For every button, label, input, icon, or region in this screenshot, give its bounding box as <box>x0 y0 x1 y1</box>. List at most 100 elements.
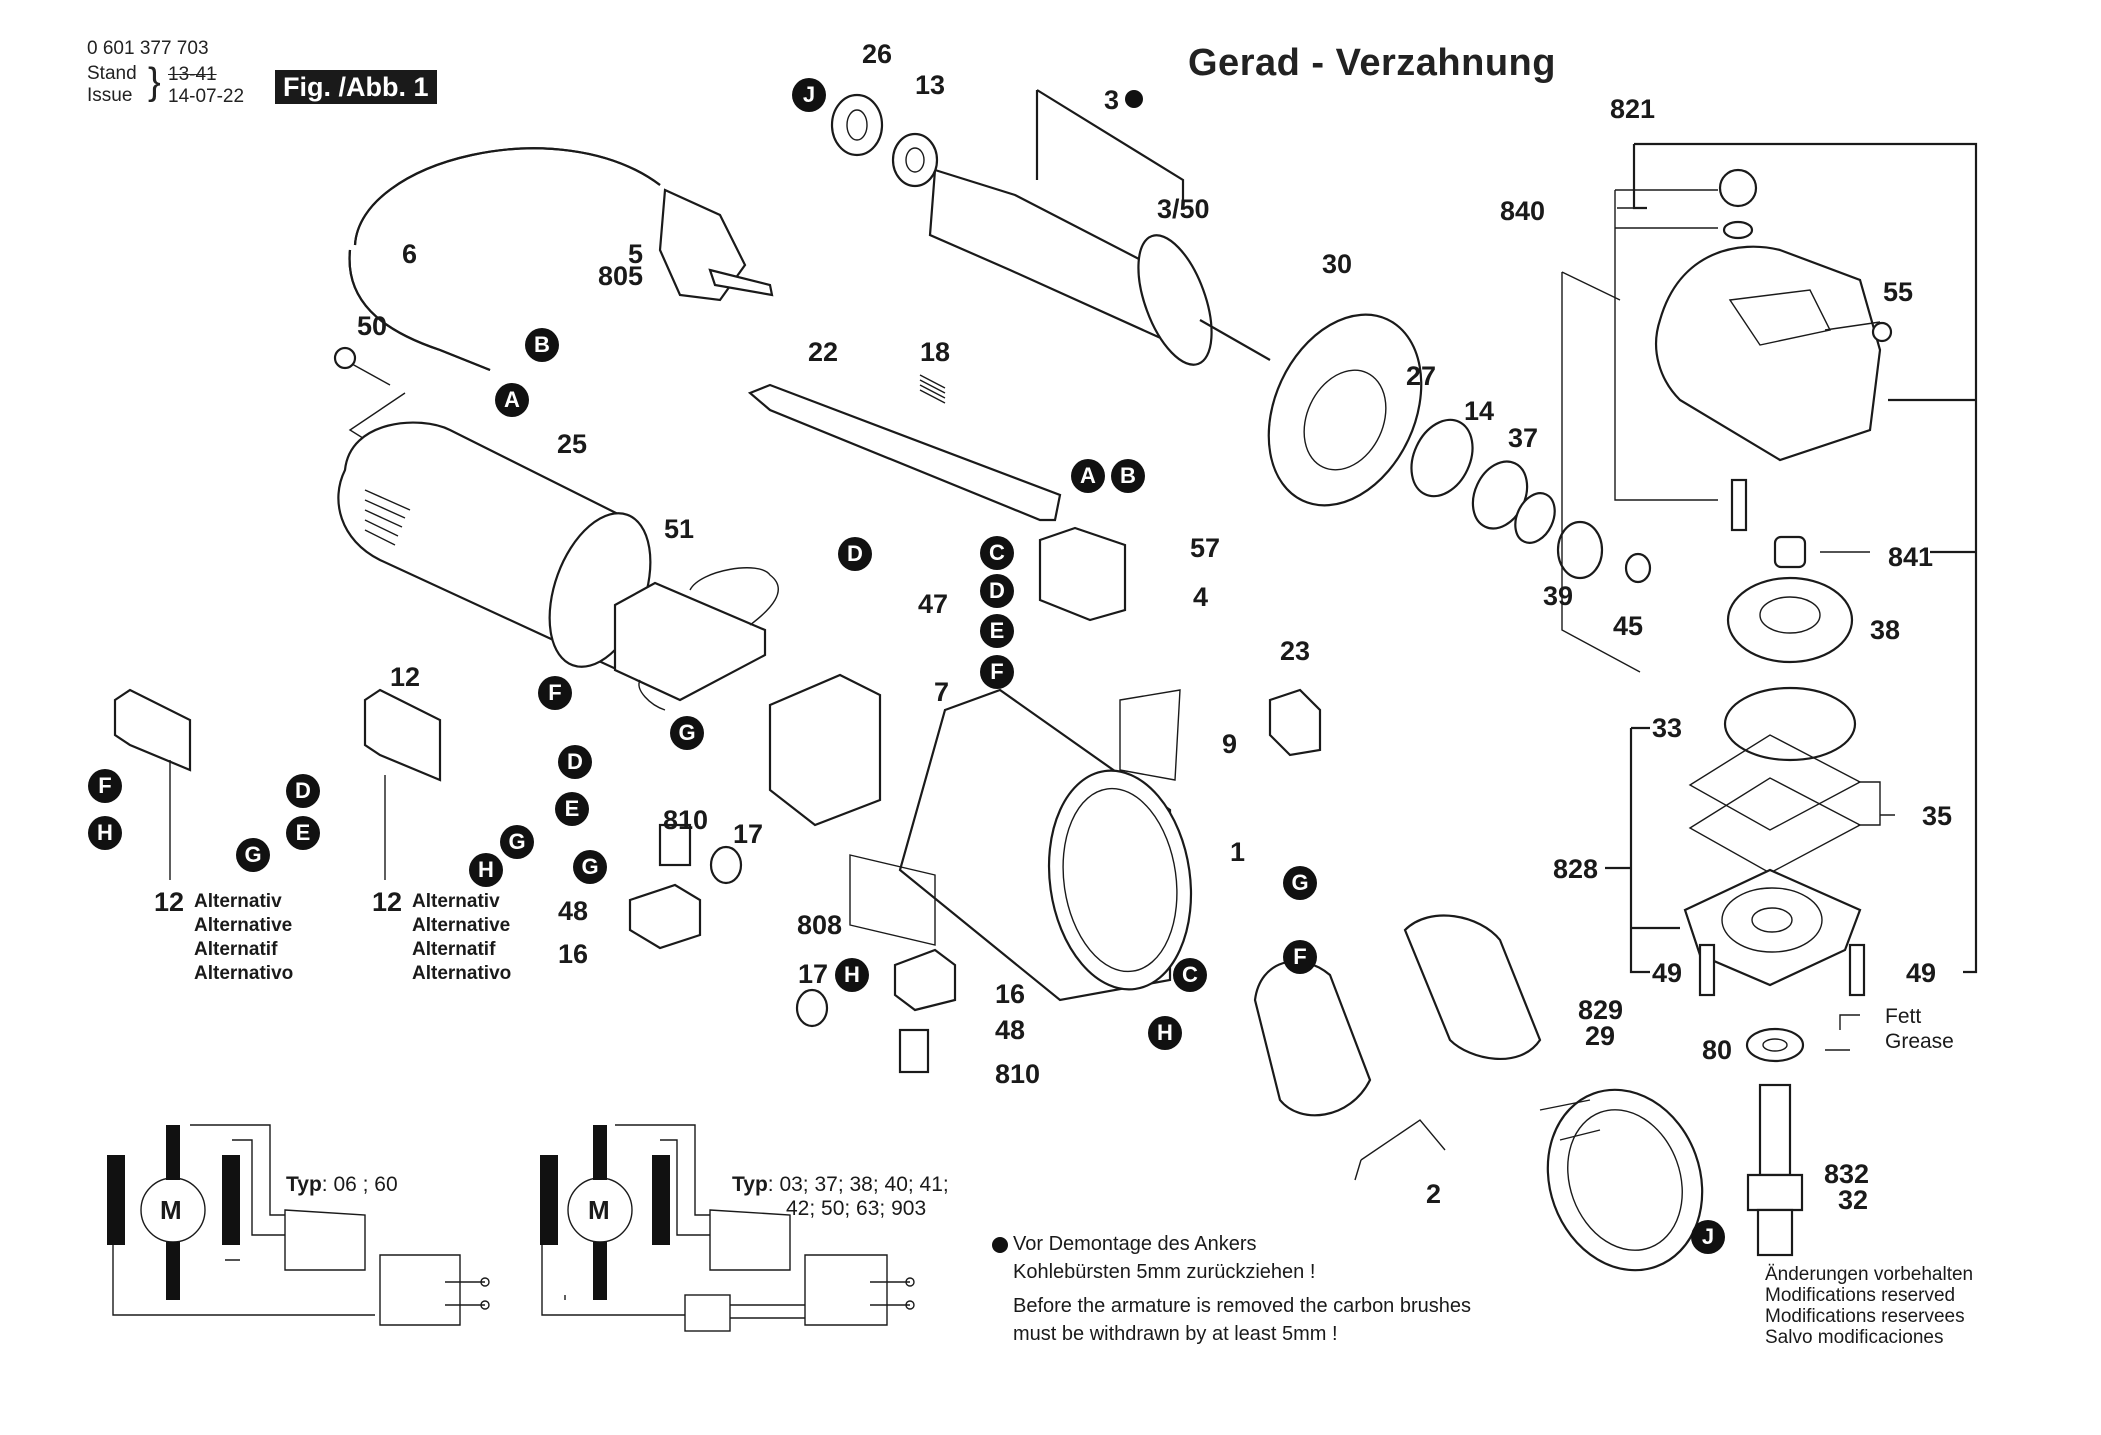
part-label: 5 <box>628 239 644 269</box>
screw-49a <box>1698 943 1716 997</box>
part-label: 80 <box>1702 1035 1733 1065</box>
part-label: 25 <box>557 429 588 459</box>
connector-badge-f: F <box>88 769 122 803</box>
alternative-label-right: Alternativ Alternative Alternatif Altern… <box>412 891 512 984</box>
part-label: 7 <box>934 677 950 707</box>
part-label: 16 <box>995 979 1026 1009</box>
part-label: 2 <box>1426 1179 1442 1209</box>
part-label: 14 <box>1464 396 1495 426</box>
alternative-label-left: Alternativ Alternative Alternatif Altern… <box>194 891 294 984</box>
connector-badge-e: E <box>286 816 320 850</box>
armature-3 <box>928 89 1271 366</box>
switch-lever-22 <box>747 383 1062 522</box>
washer-80 <box>1745 1027 1805 1063</box>
part-label: 38 <box>1870 615 1901 645</box>
part-label: 57 <box>1190 533 1221 563</box>
motor-symbol-right: M <box>588 1195 610 1225</box>
seal-27 <box>1410 418 1474 498</box>
part-label: 6 <box>402 239 418 269</box>
type-list-right-line2: 42; 50; 63; 903 <box>786 1197 927 1220</box>
gear-housing-821 <box>1655 245 1882 462</box>
connector-badge-a: A <box>495 383 529 417</box>
part-label: 3 <box>1104 85 1120 115</box>
part-label: 17 <box>798 959 829 989</box>
wiring-diagram-right <box>540 1124 915 1332</box>
bearing-26 <box>830 93 884 157</box>
part-label: 18 <box>920 337 951 367</box>
part-label: 50 <box>357 311 388 341</box>
note-en-line2: must be withdrawn by at least 5mm ! <box>1013 1323 1338 1345</box>
grease-label: Fett Grease <box>1885 1005 1954 1053</box>
carbon-brush-810b <box>898 1028 930 1074</box>
connector-badge-e: E <box>555 792 589 826</box>
part-label: 45 <box>1613 611 1644 641</box>
carbon-brush-810a <box>658 823 692 867</box>
part-label: 47 <box>918 589 949 619</box>
connector-badge-j: J <box>1691 1220 1725 1254</box>
part-label: 37 <box>1508 423 1539 453</box>
note-de-line2: Kohlebürsten 5mm zurückziehen ! <box>1013 1261 1316 1283</box>
part-label: 48 <box>995 1015 1026 1045</box>
part-label: 48 <box>558 896 589 926</box>
insulator-9 <box>1119 689 1181 781</box>
connector-badge-g: G <box>500 825 534 859</box>
connector-badge-g: G <box>670 716 704 750</box>
part-label: 1 <box>1230 837 1246 867</box>
part-number: 0 601 377 703 <box>87 38 209 59</box>
part-label: 55 <box>1883 277 1914 307</box>
part-label: 12 <box>154 887 185 917</box>
connector-badge-e: E <box>980 614 1014 648</box>
pinion-39 <box>1556 520 1604 580</box>
part-label: 49 <box>1652 958 1683 988</box>
connector-badge-f: F <box>980 655 1014 689</box>
part-label: 30 <box>1322 249 1353 279</box>
brace: } <box>148 61 161 103</box>
note-de-line1: Vor Demontage des Ankers <box>1013 1233 1257 1255</box>
part-label: 821 <box>1610 94 1656 124</box>
nut-45 <box>1624 552 1652 584</box>
spring-18 <box>919 374 946 404</box>
connector-badge-g: G <box>236 838 270 872</box>
motor-housing-1 <box>898 688 1193 1002</box>
part-label: 32 <box>1838 1185 1869 1215</box>
screw-49b <box>1848 943 1866 997</box>
bushing-841 <box>1773 535 1807 569</box>
part-label: 35 <box>1922 801 1953 831</box>
plug <box>658 188 774 302</box>
cap-840 <box>1718 168 1758 208</box>
part-label: 51 <box>664 514 695 544</box>
connector-badge-g: G <box>1283 866 1317 900</box>
part-label: 12 <box>390 662 421 692</box>
part-label: 810 <box>663 805 709 835</box>
note-marker-icon <box>992 1237 1008 1253</box>
part-label: 805 <box>598 261 644 291</box>
type-list-left: Typ: 06 ; 60 <box>286 1173 398 1196</box>
o-ring-33 <box>1723 686 1857 762</box>
part-label: 12 <box>372 887 403 917</box>
brush-spring-17a <box>709 845 743 885</box>
connector-badge-d: D <box>558 745 592 779</box>
brush-holder-16b <box>893 948 957 1012</box>
part-label: 841 <box>1888 542 1934 572</box>
motor-symbol-left: M <box>160 1195 182 1225</box>
part-label: 4 <box>1193 582 1209 612</box>
part-label: 17 <box>733 819 764 849</box>
part-label: 840 <box>1500 196 1546 226</box>
part-label: 33 <box>1652 713 1683 743</box>
connector-badge-g: G <box>573 850 607 884</box>
part-label: 832 <box>1824 1159 1870 1189</box>
connector-badge-f: F <box>1283 940 1317 974</box>
connector-badge-h: H <box>1148 1016 1182 1050</box>
wiring-diagram-left <box>107 1124 490 1326</box>
connector-badge-c: C <box>1173 958 1207 992</box>
spindle-32 <box>1746 1083 1804 1257</box>
part-label: 13 <box>915 70 946 100</box>
issue-label: Issue <box>87 85 133 106</box>
type-list-right: Typ: 03; 37; 38; 40; 41; <box>732 1173 949 1196</box>
modifications-notice: Änderungen vorbehalten Modifications res… <box>1765 1264 1974 1348</box>
part-label: 3/50 <box>1157 194 1210 224</box>
brush-holder-plate <box>768 673 882 827</box>
connector-badge-h: H <box>88 816 122 850</box>
connector-badge-h: H <box>469 853 503 887</box>
